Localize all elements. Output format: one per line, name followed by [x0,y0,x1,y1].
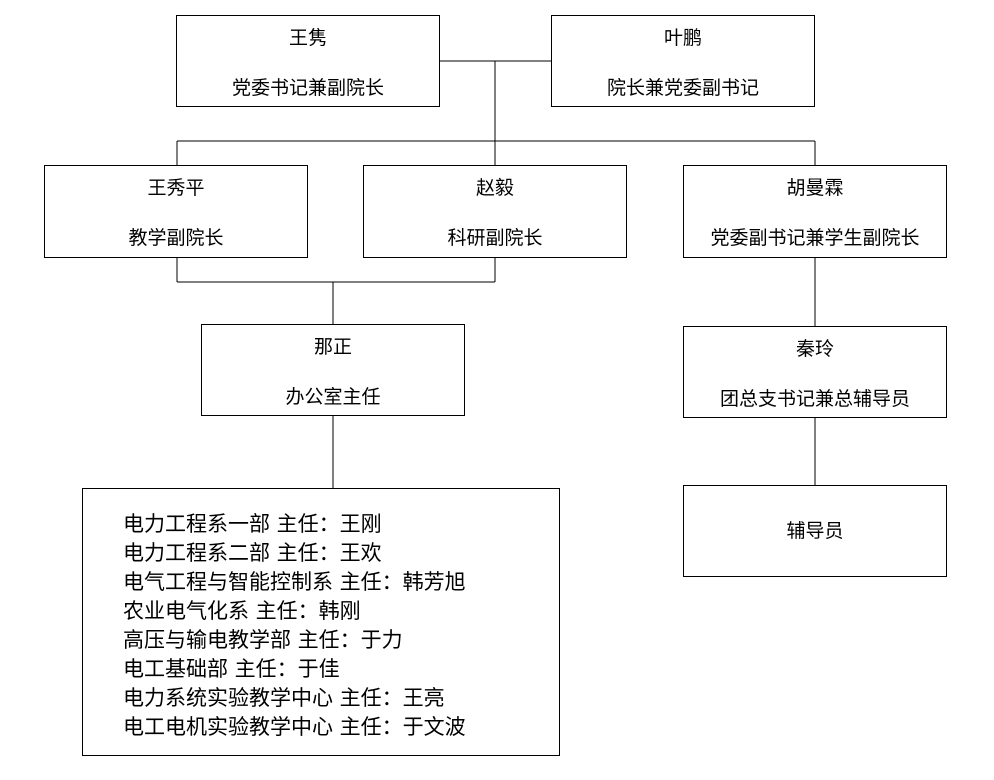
department-item: 电力工程系二部 主任：王欢 [123,541,382,565]
node-title: 团总支书记兼总辅导员 [719,388,910,410]
node-counselors: 辅导员 [683,485,947,577]
node-label: 辅导员 [786,520,844,542]
node-title: 党委副书记兼学生副院长 [710,227,920,249]
node-wang-jun: 王隽 党委书记兼副院长 [176,15,440,107]
node-wang-xiuping: 王秀平 教学副院长 [44,165,308,258]
departments-box: 电力工程系一部 主任：王刚 电力工程系二部 主任：王欢 电气工程与智能控制系 主… [82,488,560,756]
node-name: 叶鹏 [663,27,702,49]
node-ye-peng: 叶鹏 院长兼党委副书记 [551,15,815,107]
department-item: 电工基础部 主任：于佳 [123,657,340,681]
department-list: 电力工程系一部 主任：王刚 电力工程系二部 主任：王欢 电气工程与智能控制系 主… [123,510,466,742]
node-title: 办公室主任 [285,386,381,408]
node-title: 教学副院长 [128,227,224,249]
department-item: 电力工程系一部 主任：王刚 [123,512,382,536]
node-youth-league: 秦玲 团总支书记兼总辅导员 [683,326,947,418]
node-title: 党委书记兼副院长 [231,77,384,99]
department-item: 电气工程与智能控制系 主任：韩芳旭 [123,570,466,594]
node-name: 胡曼霖 [786,177,844,199]
department-item: 电工电机实验教学中心 主任：于文波 [123,715,466,739]
node-name: 王隽 [288,27,327,49]
node-name: 秦玲 [795,338,834,360]
department-item: 高压与输电教学部 主任：于力 [123,628,403,652]
department-item: 电力系统实验教学中心 主任：王亮 [123,686,445,710]
node-name: 王秀平 [147,177,205,199]
node-name: 赵毅 [475,177,514,199]
node-hu-manlin: 胡曼霖 党委副书记兼学生副院长 [683,165,947,258]
node-zhao-yi: 赵毅 科研副院长 [363,165,627,258]
department-item: 农业电气化系 主任：韩刚 [123,599,361,623]
node-name: 那正 [313,336,352,358]
node-title: 院长兼党委副书记 [606,77,759,99]
node-office: 那正 办公室主任 [201,324,465,416]
node-title: 科研副院长 [447,227,543,249]
